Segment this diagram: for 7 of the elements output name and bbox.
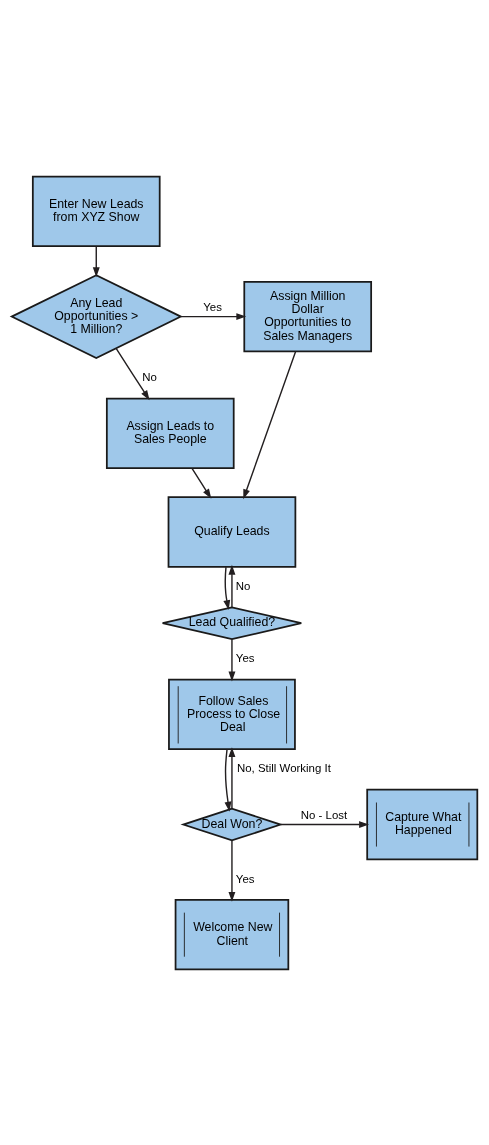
- edge-label: No: [235, 579, 251, 592]
- edge-label: Yes: [235, 872, 255, 885]
- edge-label: Yes: [203, 300, 222, 313]
- edge-label: No: [142, 370, 157, 383]
- edge-label: Yes: [235, 651, 255, 664]
- edge-label: No, Still Working It: [237, 761, 331, 774]
- edge-label: No - Lost: [300, 808, 348, 821]
